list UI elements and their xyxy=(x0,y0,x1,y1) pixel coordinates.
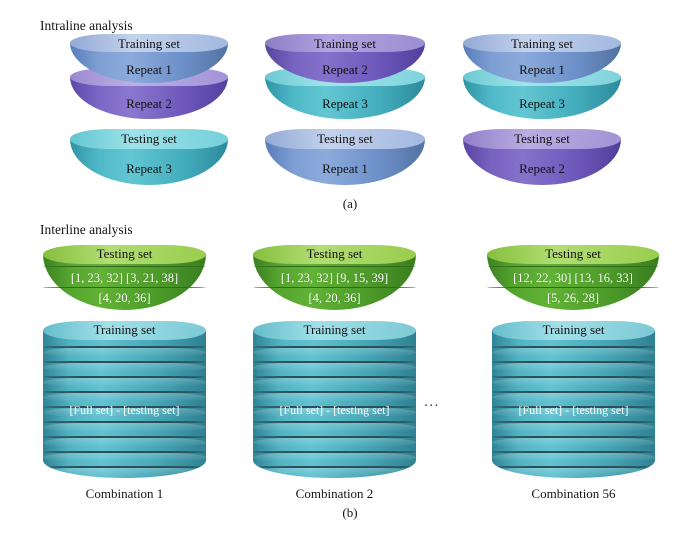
ring-line xyxy=(253,361,416,372)
training-slab-1-repeat1: Training set Repeat 1 xyxy=(70,34,228,83)
panel-b-caption: (b) xyxy=(342,505,358,520)
ellipsis-indicator: ... xyxy=(424,393,440,410)
training-slab-2-repeat3: Repeat 3 xyxy=(265,68,425,119)
ring-line xyxy=(43,451,206,462)
ring-line xyxy=(253,391,416,402)
ring-line xyxy=(253,436,416,447)
panel-a-heading: Intraline analysis xyxy=(40,18,133,33)
slab-top xyxy=(70,129,228,149)
testing-body: Testing set [12, 22, 30] [13, 16, 33] [5… xyxy=(487,245,659,310)
panel-b-heading: Interline analysis xyxy=(40,222,133,237)
slab-top xyxy=(70,34,228,52)
training-mid-label: [Full set] - [testing set] xyxy=(518,403,629,417)
slab-top xyxy=(265,129,425,149)
interline-training-cylinder-2: Training set [Full set] - [testing set] xyxy=(253,321,416,478)
ring-line xyxy=(253,466,416,477)
ring-line xyxy=(253,346,416,357)
training-body xyxy=(492,330,655,478)
testing-cylinder-3: Testing set Repeat 2 xyxy=(463,129,621,185)
interline-testing-cylinder-2: Testing set [1, 23, 32] [9, 15, 39] [4, … xyxy=(253,245,416,310)
ring-line xyxy=(43,361,206,372)
combination-footer-56: Combination 56 xyxy=(531,486,616,501)
training-top-cap xyxy=(253,321,416,340)
ring-line xyxy=(492,391,655,402)
ring-line xyxy=(43,266,206,267)
training-mid-label: [Full set] - [testing set] xyxy=(279,403,390,417)
training-top-label: Training set xyxy=(542,322,605,337)
ring-line xyxy=(43,466,206,477)
training-slab-2-repeat2: Training set Repeat 2 xyxy=(265,34,425,83)
slab-top xyxy=(463,34,621,52)
ring-line xyxy=(492,406,655,417)
ring-line xyxy=(43,406,206,417)
ring-line xyxy=(492,361,655,372)
ring-line xyxy=(43,421,206,432)
ring-line xyxy=(492,466,655,477)
training-top-cap xyxy=(492,321,655,340)
training-cylinder-1: Repeat 2 Training set Repeat 1 xyxy=(70,34,228,119)
ring-line xyxy=(492,436,655,447)
ring-line xyxy=(43,287,206,288)
combination-footer-1: Combination 1 xyxy=(85,486,164,501)
ring-line xyxy=(253,376,416,387)
ring-line xyxy=(492,376,655,387)
ring-line xyxy=(253,266,416,267)
training-slab-3-repeat1: Training set Repeat 1 xyxy=(463,34,621,83)
testing-body: Testing set [1, 23, 32] [3, 21, 38] [4, … xyxy=(43,245,206,310)
interline-training-cylinder-1: Training set [Full set] - [testing set] xyxy=(43,321,206,478)
testing-slab-3: Testing set Repeat 2 xyxy=(463,129,621,185)
testing-cylinder-2: Testing set Repeat 1 xyxy=(265,129,425,185)
slab-top xyxy=(253,245,416,264)
ring-line xyxy=(253,287,416,288)
training-slab-1-repeat2: Repeat 2 xyxy=(70,68,228,119)
training-body xyxy=(253,330,416,478)
combination-footer-2: Combination 2 xyxy=(295,486,374,501)
training-body xyxy=(43,330,206,478)
ring-line xyxy=(253,406,416,417)
training-top-label: Training set xyxy=(303,322,366,337)
training-top-label: Training set xyxy=(93,322,156,337)
slab-top xyxy=(43,245,206,264)
ring-line xyxy=(43,376,206,387)
ring-line xyxy=(253,451,416,462)
training-top-cap xyxy=(43,321,206,340)
training-cylinder-2: Repeat 3 Training set Repeat 2 xyxy=(265,34,425,119)
ring-line xyxy=(43,436,206,447)
ring-line xyxy=(487,287,659,288)
slab-top xyxy=(265,34,425,52)
interline-testing-cylinder-56: Testing set [12, 22, 30] [13, 16, 33] [5… xyxy=(487,245,659,310)
testing-cylinder-1: Testing set Repeat 3 xyxy=(70,129,228,185)
ring-line xyxy=(253,421,416,432)
training-cylinder-3: Repeat 3 Training set Repeat 1 xyxy=(463,34,621,119)
slab-top xyxy=(487,245,659,264)
ring-line xyxy=(492,451,655,462)
interline-testing-cylinder-1: Testing set [1, 23, 32] [3, 21, 38] [4, … xyxy=(43,245,206,310)
panel-a-caption: (a) xyxy=(342,196,358,211)
testing-slab-2: Testing set Repeat 1 xyxy=(265,129,425,185)
training-mid-label: [Full set] - [testing set] xyxy=(69,403,180,417)
testing-body: Testing set [1, 23, 32] [9, 15, 39] [4, … xyxy=(253,245,416,310)
ring-line xyxy=(492,346,655,357)
training-slab-3-repeat3: Repeat 3 xyxy=(463,68,621,119)
slab-top xyxy=(463,129,621,149)
ring-line xyxy=(487,266,659,267)
ring-line xyxy=(43,391,206,402)
interline-training-cylinder-56: Training set [Full set] - [testing set] xyxy=(492,321,655,478)
ring-line xyxy=(43,346,206,357)
ring-line xyxy=(492,421,655,432)
testing-slab-1: Testing set Repeat 3 xyxy=(70,129,228,185)
